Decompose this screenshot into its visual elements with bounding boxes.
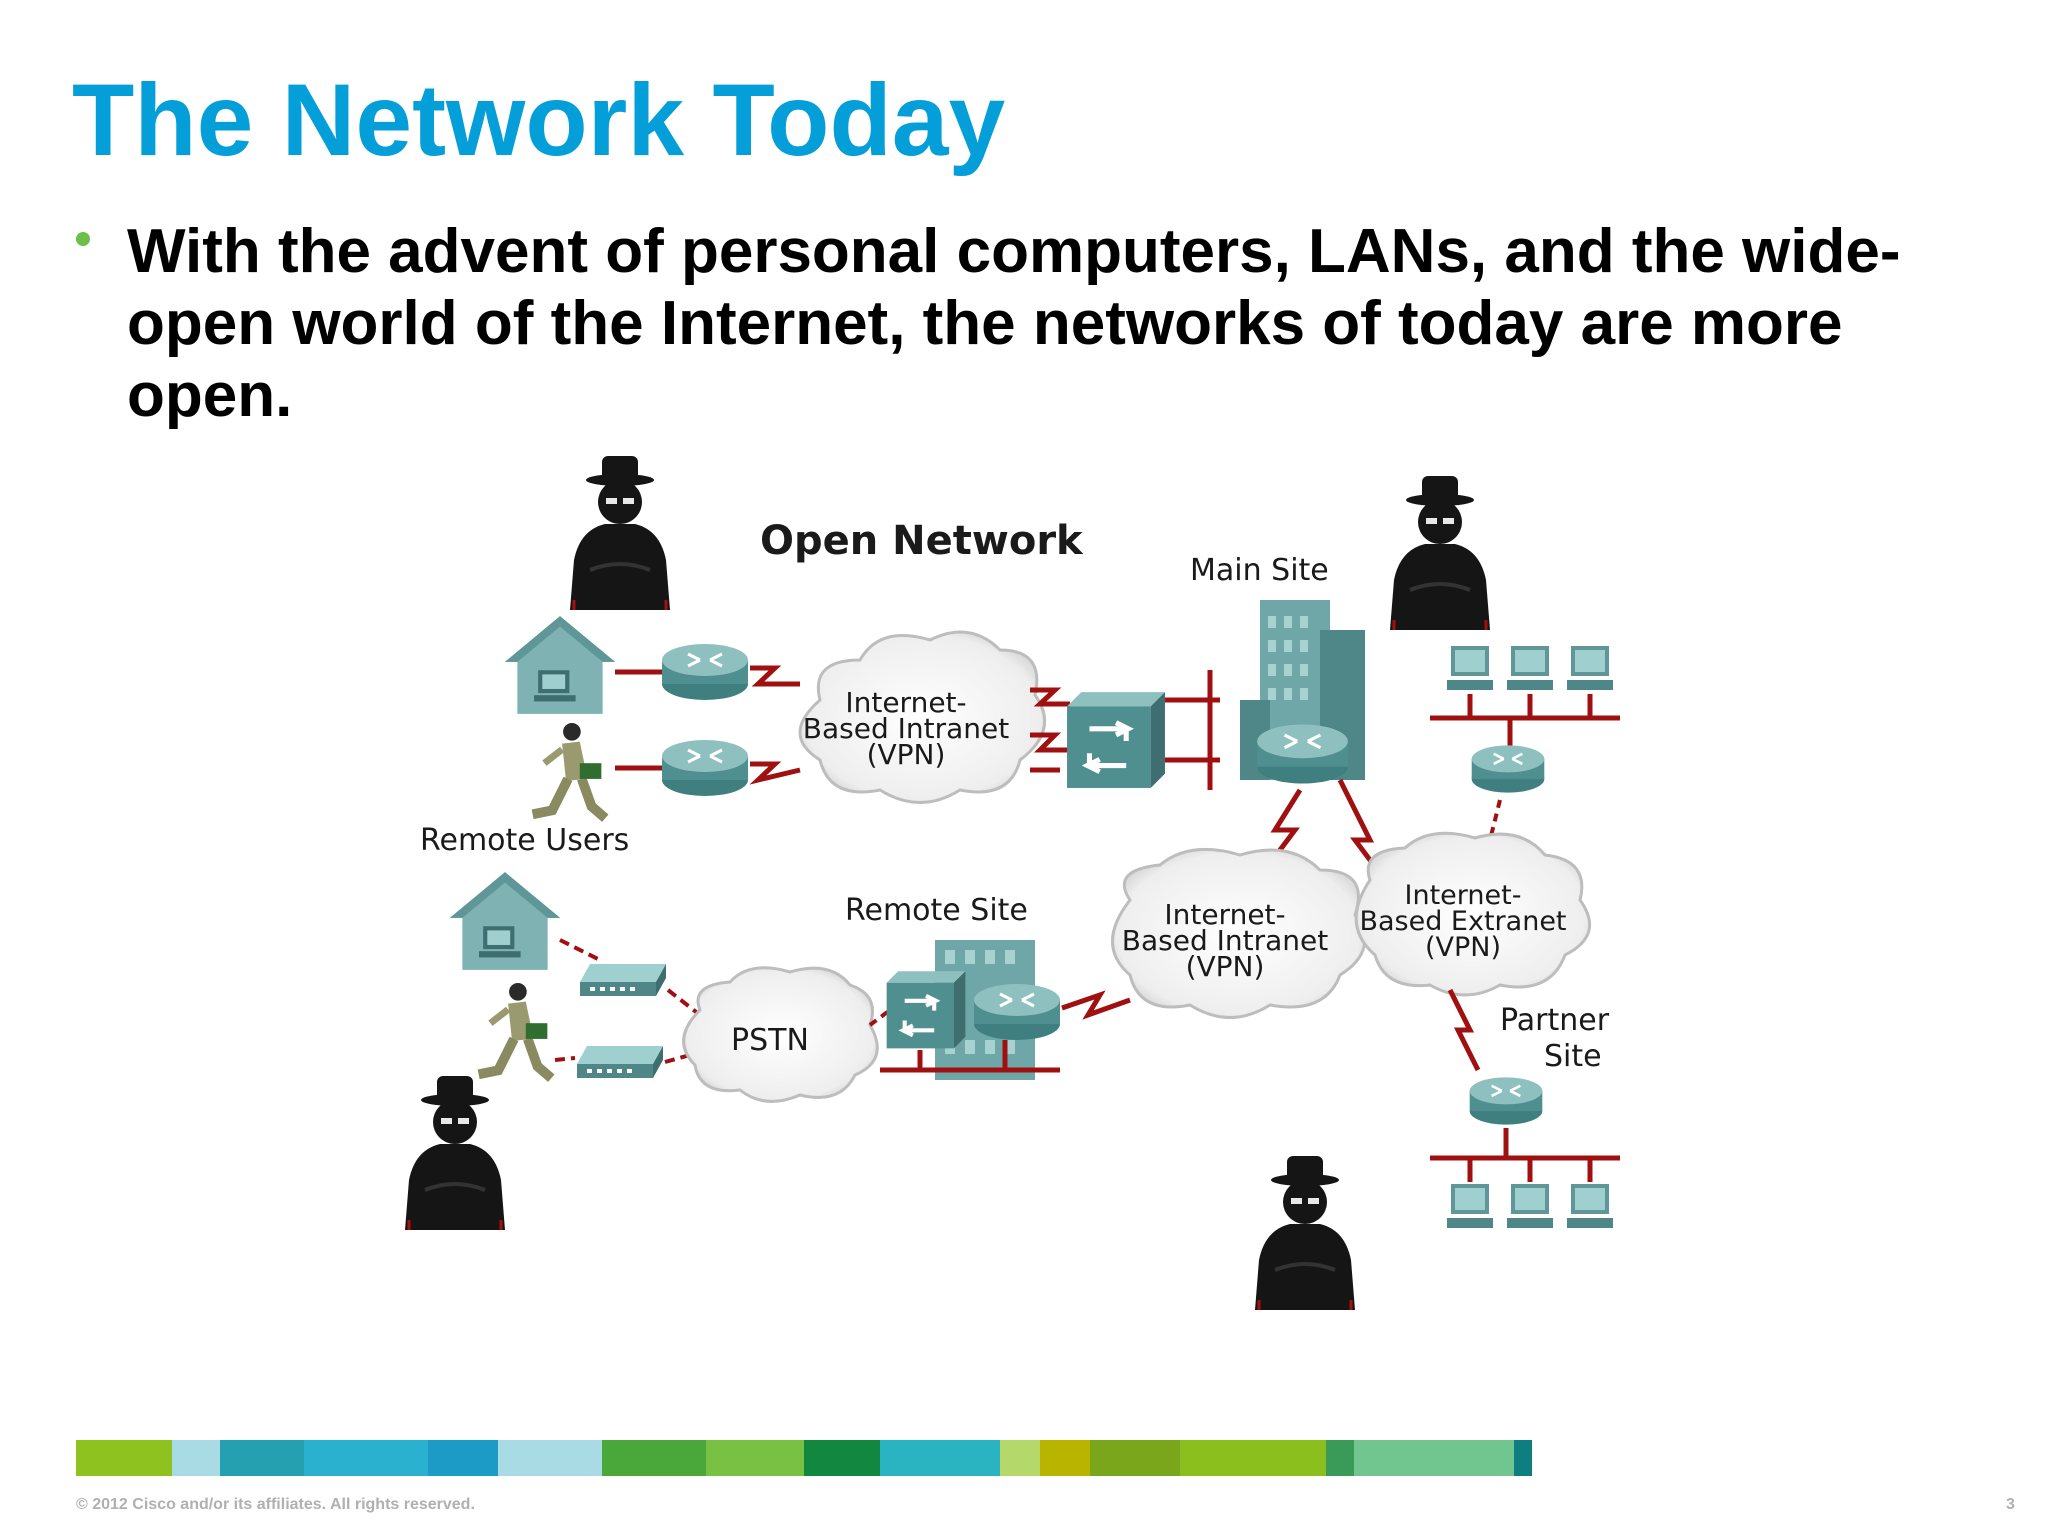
pc-icon: [1567, 1184, 1613, 1228]
cloud-label-line: Internet-: [1164, 898, 1285, 931]
footer-stripe-segment: [706, 1440, 804, 1476]
footer-stripe-segment: [1514, 1440, 1532, 1476]
open-network-diagram: Open Network Remote Users Internet- Base…: [0, 0, 1620, 1400]
hacker-icon: [405, 1076, 505, 1230]
footer-stripe-segment: [1040, 1440, 1090, 1476]
intranet-cloud-middle: Internet- Based Intranet (VPN): [1111, 847, 1366, 1019]
hacker-icon: [1390, 476, 1490, 630]
pc-icon: [1447, 1184, 1493, 1228]
modem-icon: [580, 964, 666, 996]
cloud-label-line: Internet-: [1405, 880, 1522, 911]
diagram-title: Open Network: [760, 518, 1084, 564]
cloud-label-line: Internet-: [845, 686, 966, 719]
footer-stripe-segment: [1354, 1440, 1514, 1476]
footer-stripe-segment: [304, 1440, 428, 1476]
cloud-label-line: (VPN): [1186, 950, 1265, 983]
bullet-marker: [76, 232, 90, 246]
router-icon: [972, 982, 1062, 1042]
page-number: 3: [2006, 1496, 2015, 1513]
cloud-label-line: (VPN): [1425, 932, 1501, 963]
cloud-label-line: Based Intranet: [1122, 924, 1328, 957]
footer-stripe-segment: [1180, 1440, 1326, 1476]
hacker-icon: [1255, 1156, 1355, 1310]
footer-stripe-segment: [76, 1440, 172, 1476]
footer-stripe-segment: [1090, 1440, 1180, 1476]
footer-stripe-segment: [1000, 1440, 1040, 1476]
pc-icon: [1447, 646, 1493, 690]
home-office-icon: [504, 616, 616, 714]
footer-color-stripe: [76, 1440, 1988, 1476]
footer-stripe-segment: [428, 1440, 498, 1476]
footer-stripe-segment: [220, 1440, 304, 1476]
cloud-label-line: Based Extranet: [1359, 906, 1566, 937]
intranet-cloud-top: Internet- Based Intranet (VPN): [798, 630, 1047, 804]
bullet-text: With the advent of personal computers, L…: [127, 217, 1901, 430]
footer-stripe-segment: [880, 1440, 1000, 1476]
footer-stripe-segment: [498, 1440, 602, 1476]
vpn-concentrator-icon: [1067, 692, 1165, 788]
router-icon: [1468, 1076, 1544, 1126]
router-icon: [660, 642, 750, 702]
main-site-label: Main Site: [1190, 553, 1329, 588]
modem-icon: [577, 1046, 663, 1078]
mobile-user-icon: [479, 983, 552, 1078]
partner-site-label: Partner: [1500, 1003, 1610, 1038]
partner-site-label: Site: [1544, 1039, 1602, 1074]
extranet-cloud: Internet- Based Extranet (VPN): [1354, 831, 1591, 997]
footer-stripe-segment: [804, 1440, 880, 1476]
copyright-text: © 2012 Cisco and/or its affiliates. All …: [76, 1496, 475, 1513]
footer-stripe-segment: [172, 1440, 220, 1476]
router-icon: [1470, 744, 1546, 794]
pstn-cloud: PSTN: [682, 966, 879, 1103]
pstn-label: PSTN: [731, 1023, 809, 1058]
vpn-concentrator-icon: [887, 971, 966, 1048]
router-icon: [1255, 722, 1350, 786]
mobile-user-icon: [533, 723, 606, 818]
hacker-icon: [570, 456, 670, 610]
pc-icon: [1507, 646, 1553, 690]
pc-icon: [1567, 646, 1613, 690]
pc-icon: [1507, 1184, 1553, 1228]
slide-title: The Network Today: [72, 63, 1006, 177]
cloud-label-line: (VPN): [867, 738, 946, 771]
footer-stripe-segment: [602, 1440, 706, 1476]
home-office-icon: [449, 872, 561, 970]
remote-site-label: Remote Site: [845, 893, 1028, 928]
footer-stripe-segment: [1326, 1440, 1354, 1476]
remote-users-label: Remote Users: [420, 823, 629, 858]
cloud-label-line: Based Intranet: [803, 712, 1009, 745]
router-icon: [660, 738, 750, 798]
